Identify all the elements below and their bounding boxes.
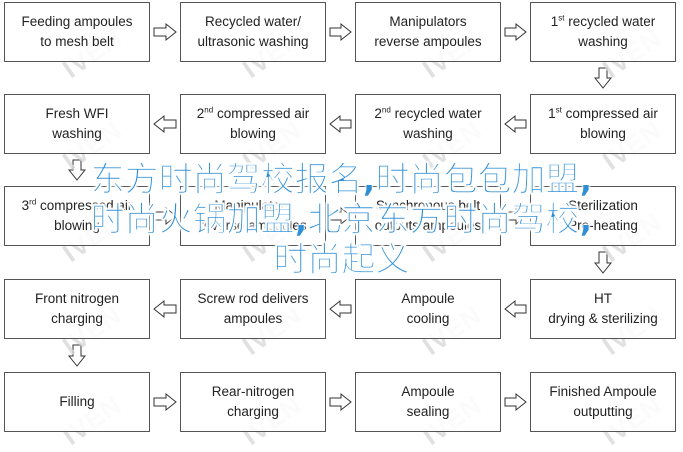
process-step-label-line: drying & sterilizing <box>548 311 658 326</box>
process-step-label-line: Pre-heating <box>568 218 638 233</box>
process-step-label-line: reverse ampoules <box>199 218 307 233</box>
process-step-label-line: washing <box>578 34 628 49</box>
process-step-n15: Ampoule cooling <box>355 279 501 339</box>
flow-arrow-n12-to-n16 <box>593 251 613 274</box>
process-step-n18: Rear-nitrogen charging <box>180 372 326 432</box>
process-step-label-line: Feeding ampoules <box>21 14 133 29</box>
flow-arrow-n11-to-n12 <box>504 206 527 226</box>
process-step-label-line: outputs ampoules <box>374 218 482 233</box>
overlay-caption-line-2: 时尚火锅加盟,北京东方时尚驾校, <box>90 200 593 241</box>
process-step-label-line: HT <box>594 291 612 306</box>
process-step-n4: 1st recycled water washing <box>530 2 676 62</box>
process-step-label-line: 1st recycled water <box>550 13 656 29</box>
process-step-n14: Screw rod delivers ampoules <box>180 279 326 339</box>
process-step-n7: 2nd recycled water washing <box>355 94 501 154</box>
flow-arrow-n6-to-n5 <box>153 114 177 134</box>
process-step-n3: Manipulators reverse ampoules <box>355 2 501 62</box>
process-step-label-line: reverse ampoules <box>374 34 482 49</box>
process-step-n16: HT drying & sterilizing <box>530 279 676 339</box>
process-step-label-line: 2nd recycled water <box>374 105 482 121</box>
process-step-label-line: Front nitrogen <box>34 291 120 306</box>
flow-arrow-n18-to-n19 <box>329 392 352 412</box>
flow-arrow-n9-to-n10 <box>153 206 177 226</box>
edges-layer <box>67 22 613 412</box>
flow-arrow-n7-to-n6 <box>329 114 352 134</box>
process-step-label-line: Filling <box>59 394 95 409</box>
flow-arrow-n1-to-n2 <box>153 22 177 42</box>
process-step-label-line: Manipulators <box>389 14 467 29</box>
process-step-n19: Ampoule sealing <box>355 372 501 432</box>
process-step-n20: Finished Ampoule outputting <box>530 372 676 432</box>
process-step-label-line: 3rd compressed air <box>21 197 133 213</box>
process-step-label-line: Ampoule <box>401 291 455 306</box>
process-step-n8: 1st compressed air blowing <box>530 94 676 154</box>
process-step-label-line: blowing <box>580 126 626 141</box>
overlay-caption-line-1: 东方时尚驾校报名,时尚包包加盟, <box>90 160 593 201</box>
process-step-n9: 3rd compressed air blowing <box>4 186 150 246</box>
flowchart-canvas: IVENIVENIVENIVENIVENIVENIVENIVENIVENIVEN… <box>4 2 676 451</box>
process-step-label-line: Rear-nitrogen <box>211 384 295 399</box>
process-step-label-line: cooling <box>406 311 450 326</box>
process-step-label-line: blowing <box>230 126 276 141</box>
flow-arrow-n10-to-n11 <box>329 206 352 226</box>
process-step-label-line: Synchronous belt <box>375 198 481 213</box>
flow-arrow-n8-to-n7 <box>504 114 527 134</box>
flow-arrow-n13-to-n17 <box>67 344 87 367</box>
process-step-n13: Front nitrogen charging <box>4 279 150 339</box>
process-step-label-line: washing <box>52 126 102 141</box>
process-step-label-line: charging <box>227 404 279 419</box>
flow-arrow-n4-to-n8 <box>593 67 613 89</box>
process-step-label-line: Fresh WFI <box>45 106 109 121</box>
process-step-label-line: to mesh belt <box>40 34 114 49</box>
flow-arrow-n16-to-n15 <box>504 299 527 319</box>
process-step-n1: Feeding ampoules to mesh belt <box>4 2 150 62</box>
flow-arrow-n14-to-n13 <box>153 299 177 319</box>
process-step-label-line: ultrasonic washing <box>197 34 309 49</box>
flow-arrow-n2-to-n3 <box>329 22 352 42</box>
process-step-n17: Filling <box>4 372 150 432</box>
flow-arrow-n3-to-n4 <box>504 22 527 42</box>
process-step-label-line: outputting <box>573 404 633 419</box>
process-step-label-line: charging <box>51 311 103 326</box>
process-step-n5: Fresh WFI washing <box>4 94 150 154</box>
flow-arrow-n17-to-n18 <box>153 392 177 412</box>
process-step-label-line: ampoules <box>223 311 283 326</box>
process-step-label-line: Ampoule <box>401 384 455 399</box>
process-step-label-line: blowing <box>54 218 100 233</box>
process-step-label-line: Manipulators <box>214 198 292 213</box>
process-step-label-line: 2nd compressed air <box>196 105 310 121</box>
flow-arrow-n19-to-n20 <box>504 392 527 412</box>
process-step-label-line: Recycled water/ <box>204 14 302 29</box>
process-step-label-line: washing <box>403 126 453 141</box>
process-step-label-line: Finished Ampoule <box>549 384 657 399</box>
overlay-caption-line-3: 时尚起义 <box>273 240 410 281</box>
process-step-label-line: Sterilization <box>568 198 638 213</box>
process-step-n10: Manipulators reverse ampoules <box>180 186 326 246</box>
process-step-label-line: Screw rod delivers <box>197 291 309 306</box>
flow-arrow-n5-to-n9 <box>67 159 87 181</box>
flow-arrow-n15-to-n14 <box>329 299 352 319</box>
process-step-n6: 2nd compressed air blowing <box>180 94 326 154</box>
process-step-n11: Synchronous belt outputs ampoules <box>355 186 501 246</box>
process-step-label-line: sealing <box>406 404 450 419</box>
process-step-label-line: 1st compressed air <box>548 105 658 121</box>
process-step-n2: Recycled water/ultrasonic washing <box>180 2 326 62</box>
